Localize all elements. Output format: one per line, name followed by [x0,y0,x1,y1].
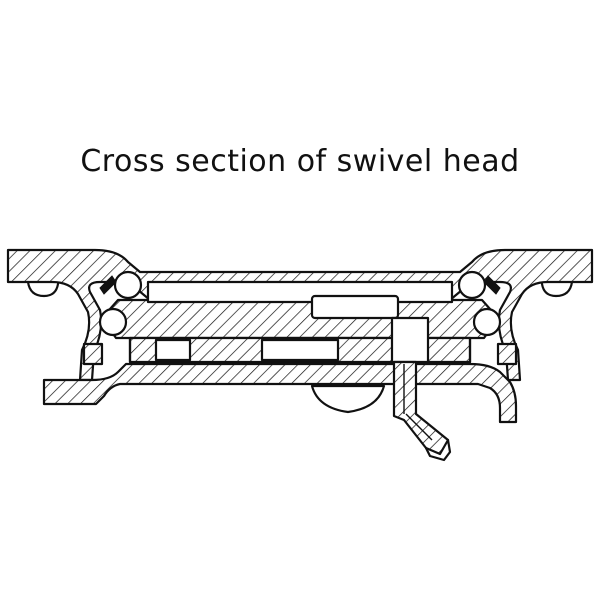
bearing-gap-2 [260,338,340,362]
left-seal [99,275,117,295]
bearing-gap-3 [390,316,430,364]
kingpin-boss [310,384,386,414]
ball-top-right [457,270,487,300]
fork-plate [42,362,518,424]
ball-bottom-left [98,307,128,337]
bearing-gap-1 [154,338,192,362]
left-boss [26,280,60,298]
center-recess [146,280,454,304]
ball-top-left [113,270,143,300]
left-washer [82,342,104,366]
right-washer [496,342,518,366]
upper-race [100,298,500,340]
ball-bottom-right [472,307,502,337]
right-seal [483,275,501,295]
right-boss [540,280,574,298]
kingpin-cap [310,294,400,320]
grease-channel-2 [405,413,433,441]
grease-nipple-tip [424,438,452,462]
diagram-title: Cross section of swivel head [80,144,520,179]
grease-nipple-body [392,360,450,456]
